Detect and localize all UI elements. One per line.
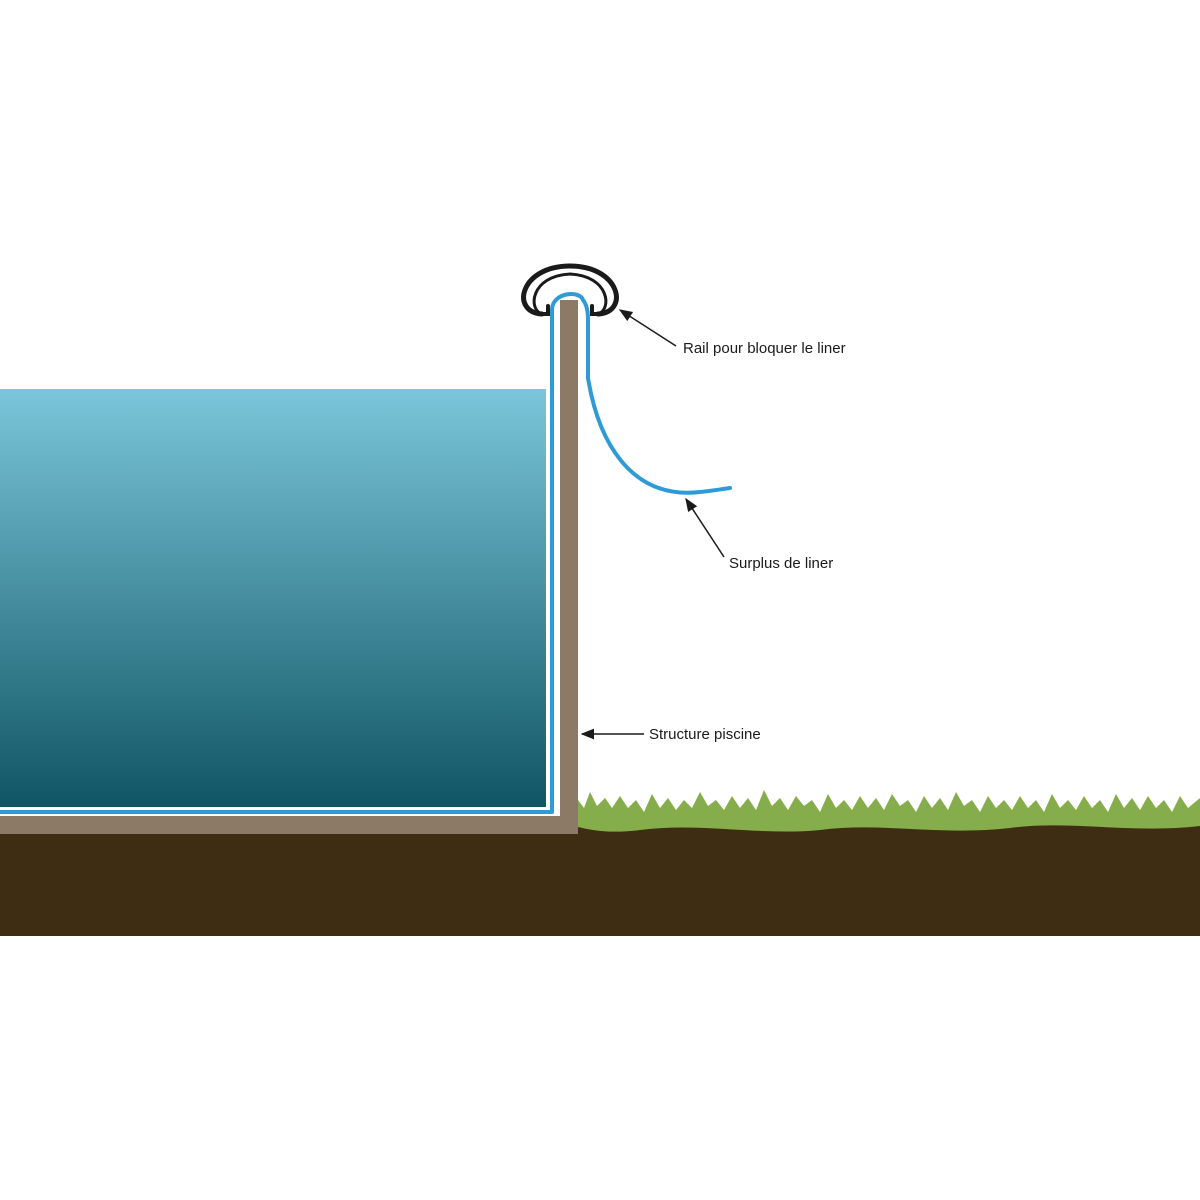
structure-floor — [0, 816, 578, 834]
liner-surplus — [586, 376, 732, 495]
structure-label: Structure piscine — [649, 726, 761, 743]
rail-label: Rail pour bloquer le liner — [683, 340, 846, 357]
surplus-label: Surplus de liner — [729, 555, 833, 572]
surplus-arrow — [685, 497, 725, 558]
locking-rail — [521, 263, 619, 317]
grass — [578, 790, 1200, 832]
liner — [0, 292, 590, 814]
pool-water — [0, 389, 546, 807]
soil — [0, 834, 1200, 936]
structure-wall — [560, 300, 578, 834]
rail-arrow — [618, 309, 677, 347]
